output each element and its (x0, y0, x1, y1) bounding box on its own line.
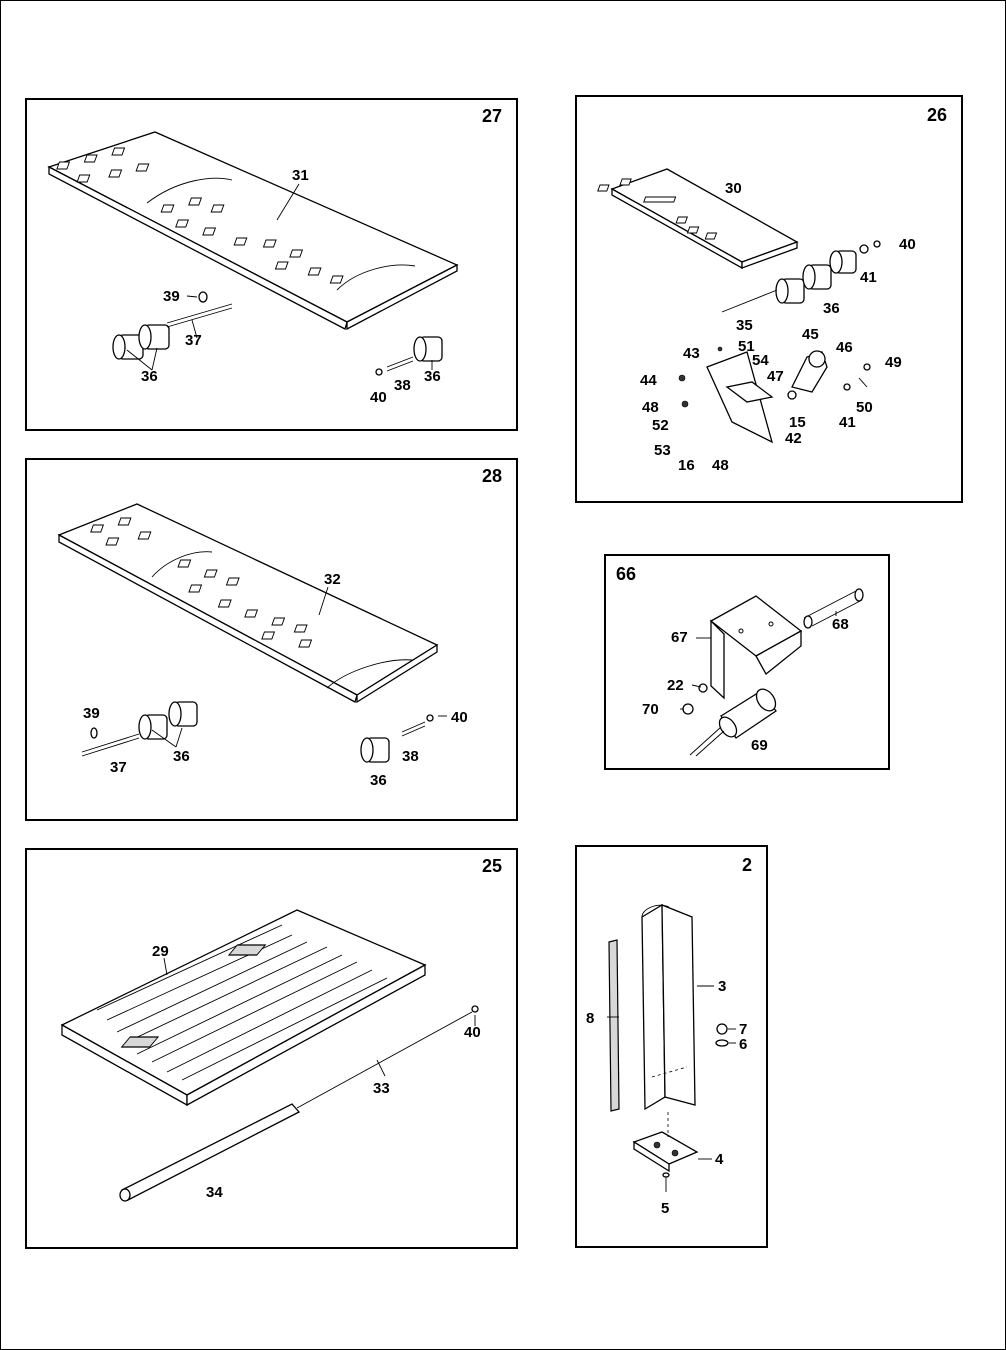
label-29: 29 (152, 943, 169, 960)
label-40: 40 (464, 1024, 481, 1041)
lever-45 (792, 351, 827, 392)
clip-39 (199, 292, 207, 302)
label-8: 8 (586, 1010, 594, 1027)
panel-28: 28 (25, 458, 518, 821)
channel-3 (642, 905, 695, 1109)
label-37: 37 (185, 332, 202, 349)
pin-37 (82, 734, 139, 756)
label-41: 41 (839, 414, 856, 431)
label-53: 53 (654, 442, 671, 459)
panel-2-drawing: 3 8 7 6 4 5 (577, 847, 766, 1246)
label-3: 3 (718, 978, 726, 995)
label-43: 43 (683, 345, 700, 362)
roller-36-single (361, 738, 389, 762)
label-22: 22 (667, 677, 684, 694)
washer-41b (844, 384, 850, 390)
label-40: 40 (451, 709, 468, 726)
label-36: 36 (173, 748, 190, 765)
screw-43 (718, 347, 722, 351)
label-48: 48 (712, 457, 729, 474)
label-44: 44 (640, 372, 657, 389)
label-31: 31 (292, 167, 309, 184)
screw-5 (663, 1173, 669, 1192)
label-35: 35 (736, 317, 753, 334)
label-38: 38 (402, 748, 419, 765)
label-36: 36 (141, 368, 158, 385)
label-38: 38 (394, 377, 411, 394)
label-67: 67 (671, 629, 688, 646)
label-69: 69 (751, 737, 768, 754)
label-49: 49 (885, 354, 902, 371)
label-68: 68 (832, 616, 849, 633)
label-36: 36 (370, 772, 387, 789)
panel-25: 25 29 40 33 34 (25, 848, 518, 1249)
rollers-36 (776, 251, 856, 303)
nut-44 (679, 375, 685, 381)
bolt-70 (683, 704, 693, 714)
label-52: 52 (652, 417, 669, 434)
label-50: 50 (856, 399, 873, 416)
label-37: 37 (110, 759, 127, 776)
panel-66-drawing: 68 67 22 70 69 (606, 556, 888, 768)
roller-36-left (113, 325, 169, 359)
screw-40 (874, 241, 880, 247)
clip-39 (91, 728, 97, 738)
base-plate-30 (598, 169, 797, 268)
pin-38 (387, 357, 413, 371)
washer-41 (860, 245, 868, 253)
nut-48 (682, 401, 688, 407)
washer-15 (788, 391, 796, 399)
base-plate-32 (59, 504, 437, 702)
pin-50 (859, 378, 867, 387)
label-40: 40 (370, 389, 387, 406)
panel-28-drawing: 32 39 40 37 36 38 36 (27, 460, 516, 819)
panel-2: 2 3 8 7 6 4 5 (575, 845, 768, 1248)
panel-27-drawing: 31 39 37 36 40 38 36 (27, 100, 516, 429)
base-plate-31 (49, 132, 457, 329)
label-48: 48 (642, 399, 659, 416)
pin-37 (167, 304, 232, 327)
label-16: 16 (678, 457, 695, 474)
panel-66: 66 68 67 22 70 69 (604, 554, 890, 770)
nut-7 (717, 1024, 727, 1034)
label-40: 40 (899, 236, 916, 253)
foot-4 (634, 1132, 697, 1171)
label-47: 47 (767, 368, 784, 385)
label-54: 54 (752, 352, 769, 369)
label-46: 46 (836, 339, 853, 356)
label-70: 70 (642, 701, 659, 718)
label-45: 45 (802, 326, 819, 343)
label-33: 33 (373, 1080, 390, 1097)
roller-36-right (414, 337, 442, 361)
label-6: 6 (739, 1036, 747, 1053)
label-39: 39 (83, 705, 100, 722)
panel-26: 26 (575, 95, 963, 503)
washer-6 (716, 1040, 728, 1046)
shaft-35 (722, 290, 777, 312)
label-36: 36 (424, 368, 441, 385)
screw-40 (376, 369, 382, 375)
panel-27: 27 (25, 98, 518, 431)
label-5: 5 (661, 1200, 669, 1217)
label-41: 41 (860, 269, 877, 286)
label-32: 32 (324, 571, 341, 588)
label-42: 42 (785, 430, 802, 447)
panel-25-drawing: 29 40 33 34 (27, 850, 516, 1247)
tray-plate-29 (62, 910, 425, 1105)
bracket-67 (711, 596, 801, 698)
label-39: 39 (163, 288, 180, 305)
label-30: 30 (725, 180, 742, 197)
label-34: 34 (206, 1184, 223, 1201)
pin-38 (402, 722, 425, 736)
label-4: 4 (715, 1151, 724, 1168)
washer-22 (699, 684, 707, 692)
panel-26-drawing: 30 40 41 36 35 45 46 43 51 54 49 44 47 4… (577, 97, 961, 501)
screw-40 (427, 715, 433, 721)
label-15: 15 (789, 414, 806, 431)
label-36: 36 (823, 300, 840, 317)
strip-8 (609, 940, 619, 1111)
rollers-36-pair (139, 702, 197, 739)
roller-69 (716, 686, 779, 740)
spring-49 (864, 364, 870, 370)
